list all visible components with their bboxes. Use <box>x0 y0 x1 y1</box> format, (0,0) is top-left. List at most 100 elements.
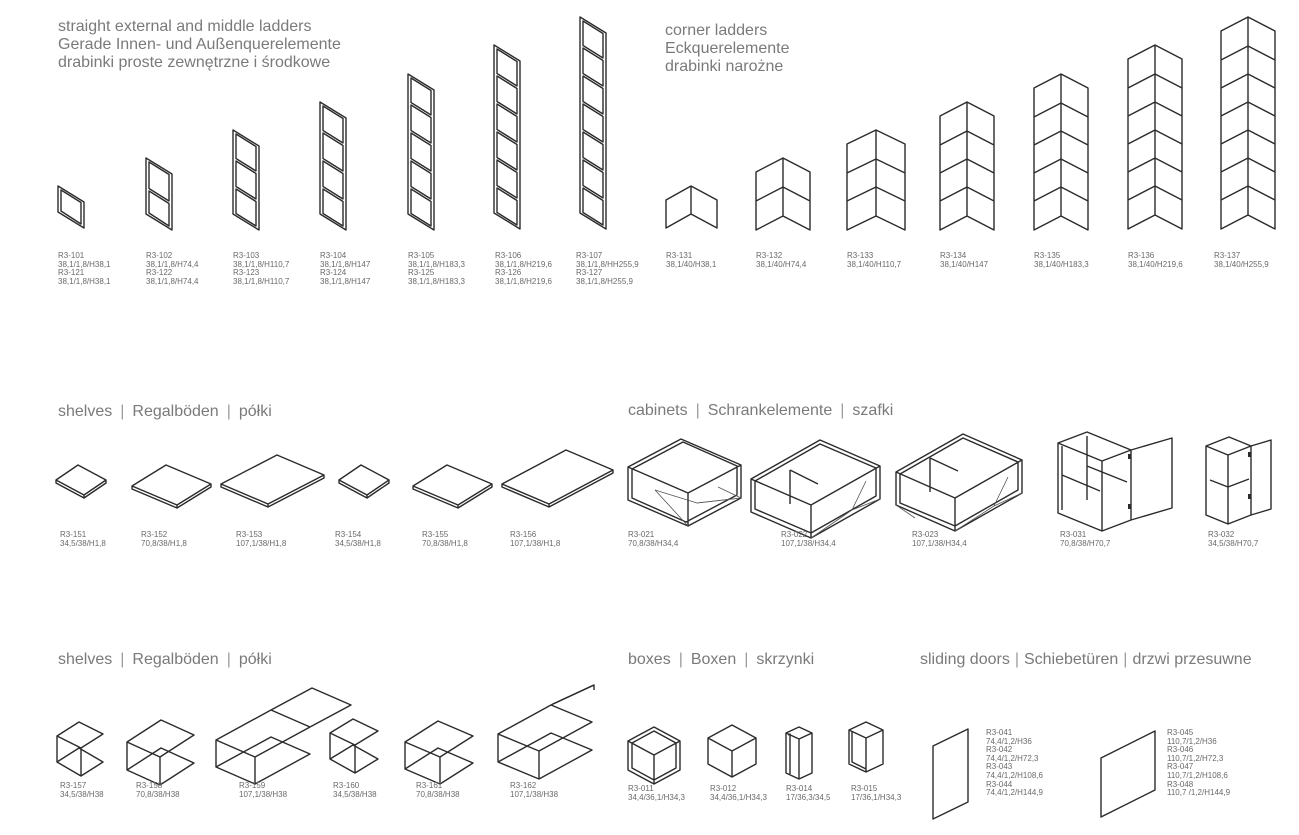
product-code: R3-155 <box>422 530 449 539</box>
heading-part-en: shelves <box>58 651 113 668</box>
product-code: R3-137 <box>1214 251 1241 260</box>
shelf-r3-153-drawing <box>220 454 325 508</box>
product-code: R3-154 <box>335 530 362 539</box>
product-dims: 38,1/1,8/H219,6 <box>495 259 552 269</box>
product-code: R3-106 <box>495 251 522 260</box>
boxes-heading: boxes|Boxen|skrzynki <box>628 651 814 669</box>
product-dims: 110,7/1,2/H36 <box>1167 736 1217 746</box>
product-code: R3-032 <box>1208 530 1235 539</box>
product-code: R3-131 <box>666 251 693 260</box>
cabinet-r3-023-drawing <box>895 433 1023 532</box>
heading-part-pl: szafki <box>852 402 894 419</box>
corner-ladder-r3-136-drawing <box>1127 44 1183 230</box>
box-r3-015-drawing <box>848 721 884 773</box>
product-dims: 74,4/1,2/H144,9 <box>986 788 1043 798</box>
product-dims: 107,1/38/H34,4 <box>781 538 836 548</box>
product-code: R3-047 <box>1167 762 1194 772</box>
product-code: R3-031 <box>1060 530 1087 539</box>
heading-divider: | <box>1123 651 1128 668</box>
product-dims: 110,7/1,2/H108,6 <box>1167 770 1228 780</box>
heading-divider: | <box>744 651 749 668</box>
cabinet-r3-021-drawing <box>627 438 742 527</box>
product-code: R3-159 <box>239 781 266 790</box>
product-dims: 38,1/1,8/HH255,9 <box>576 259 639 269</box>
shelf-r3-155-drawing <box>412 464 493 509</box>
heading-divider: | <box>840 402 845 419</box>
heading-divider: | <box>120 403 125 420</box>
product-dims: 70,8/38/H1,8 <box>422 538 468 548</box>
product-dims: 70,8/38/H1,8 <box>141 538 187 548</box>
shelf-r3-152-drawing <box>131 464 212 509</box>
product-code: R3-123 <box>233 268 260 278</box>
box-r3-011-drawing <box>627 726 681 785</box>
heading-line-en: corner ladders <box>665 22 768 39</box>
product-dims: 70,8/38/H38 <box>416 789 460 799</box>
sliding-door-r3-041-drawing <box>932 728 969 820</box>
product-code: R3-022 <box>781 530 808 539</box>
product-code: R3-124 <box>320 268 347 278</box>
heading-part-pl: drzwi przesuwne <box>1132 651 1252 668</box>
product-code: R3-135 <box>1034 251 1061 260</box>
shelf-r3-151-drawing <box>55 464 107 499</box>
product-code: R3-012 <box>710 784 737 793</box>
product-dims: 107,1/38/H34,4 <box>912 538 967 548</box>
product-dims: 38,1/40/H183,3 <box>1034 259 1089 269</box>
product-code: R3-023 <box>912 530 939 539</box>
heading-part-en: sliding doors <box>920 651 1010 668</box>
product-code: R3-133 <box>847 251 874 260</box>
product-code: R3-121 <box>58 268 85 278</box>
product-code: R3-125 <box>408 268 435 278</box>
ladder-r3-102-drawing <box>145 157 173 231</box>
product-dims: 38,1/40/H147 <box>940 259 989 269</box>
product-code: R3-104 <box>320 251 347 260</box>
product-dims: 74,4/1,2/H108,6 <box>986 770 1043 780</box>
product-code: R3-044 <box>986 779 1013 789</box>
product-code: R3-158 <box>136 781 163 790</box>
heading-part-pl: półki <box>238 651 272 668</box>
product-code: R3-151 <box>60 530 87 539</box>
cabinet-r3-031-drawing <box>1057 431 1173 532</box>
shelves-heading-bottom: shelves|Regalböden|półki <box>58 651 272 669</box>
corner-ladder-r3-132-drawing <box>755 157 811 231</box>
corner-ladder-r3-131-drawing <box>665 185 718 229</box>
product-dims: 17/36,3/34,5 <box>786 792 831 802</box>
cabinet-r3-032-drawing <box>1205 436 1272 525</box>
product-dims: 38,1/1,8/H255,9 <box>576 276 633 286</box>
box-r3-012-drawing <box>707 724 757 778</box>
product-code: R3-126 <box>495 268 522 278</box>
product-dims: 107,1/38/H1,8 <box>236 538 287 548</box>
cabinets-heading: cabinets|Schrankelemente|szafki <box>628 402 893 420</box>
product-code: R3-021 <box>628 530 655 539</box>
heading-divider: | <box>1014 651 1019 668</box>
heading-part-de: Regalböden <box>132 403 219 420</box>
product-dims: 38,1/1,8/H38,1 <box>58 259 111 269</box>
open-shelf-r3-159-drawing <box>215 687 352 785</box>
product-dims: 38,1/1,8/H219,6 <box>495 276 552 286</box>
product-dims: 38,1/40/H74,4 <box>756 259 807 269</box>
product-dims: 110,7 /1,2/H144,9 <box>1167 788 1231 798</box>
product-dims: 38,1/40/H219,6 <box>1128 259 1183 269</box>
product-code: R3-103 <box>233 251 260 260</box>
box-r3-014-drawing <box>785 726 813 780</box>
sliding-doors-heading: sliding doors|Schiebetüren|drzwi przesuw… <box>920 651 1252 669</box>
heading-line-de: Eckquerelemente <box>665 40 790 57</box>
